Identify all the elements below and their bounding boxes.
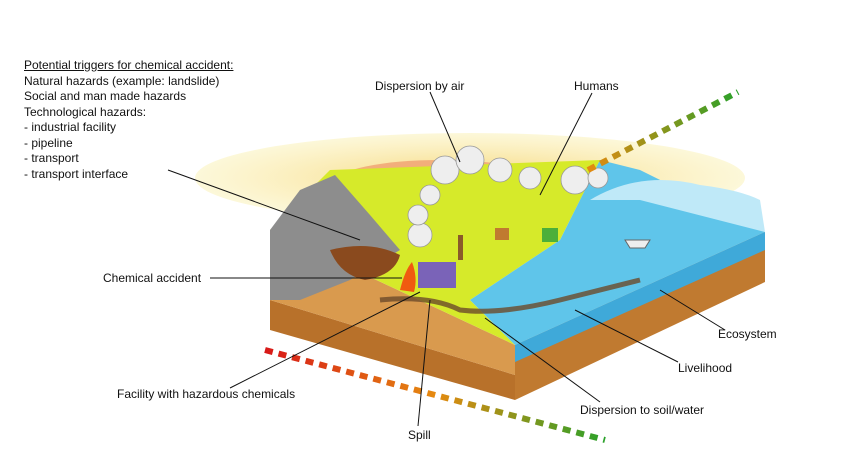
fire bbox=[400, 262, 416, 292]
facility bbox=[418, 262, 456, 288]
legend-line: Natural hazards (example: landslide) bbox=[24, 73, 220, 88]
label-facility: Facility with hazardous chemicals bbox=[117, 387, 296, 401]
label-spill: Spill bbox=[408, 428, 431, 442]
label-ecosystem: Ecosystem bbox=[718, 327, 777, 341]
trigger-legend: Potential triggers for chemical accident… bbox=[24, 58, 233, 182]
soil-side-left bbox=[270, 300, 515, 400]
landslide bbox=[330, 246, 400, 280]
risk-dashed-bottom bbox=[264, 347, 606, 443]
spill-river bbox=[379, 277, 641, 314]
wave bbox=[590, 180, 765, 232]
legend-line: - pipeline bbox=[24, 135, 73, 150]
legend-heading: Potential triggers for chemical accident… bbox=[24, 58, 234, 72]
boat bbox=[624, 239, 651, 249]
label-dispersion-soil: Dispersion to soil/water bbox=[580, 403, 705, 417]
leader-lines bbox=[167, 91, 726, 427]
legend-line: - industrial facility bbox=[24, 120, 117, 134]
risk-dashed-diagonal bbox=[586, 89, 740, 173]
label-humans: Humans bbox=[574, 79, 619, 93]
legend-line: - transport bbox=[24, 151, 79, 165]
smoke-plume bbox=[407, 145, 609, 248]
label-chemical-accident: Chemical accident bbox=[103, 271, 202, 285]
label-dispersion-air: Dispersion by air bbox=[375, 79, 465, 93]
legend-line: Social and man made hazards bbox=[24, 89, 187, 103]
legend-line: - transport interface bbox=[24, 166, 129, 181]
legend-line: Technological hazards: bbox=[24, 104, 147, 119]
label-livelihood: Livelihood bbox=[678, 361, 733, 375]
trees bbox=[458, 228, 558, 260]
water-side bbox=[515, 232, 765, 362]
